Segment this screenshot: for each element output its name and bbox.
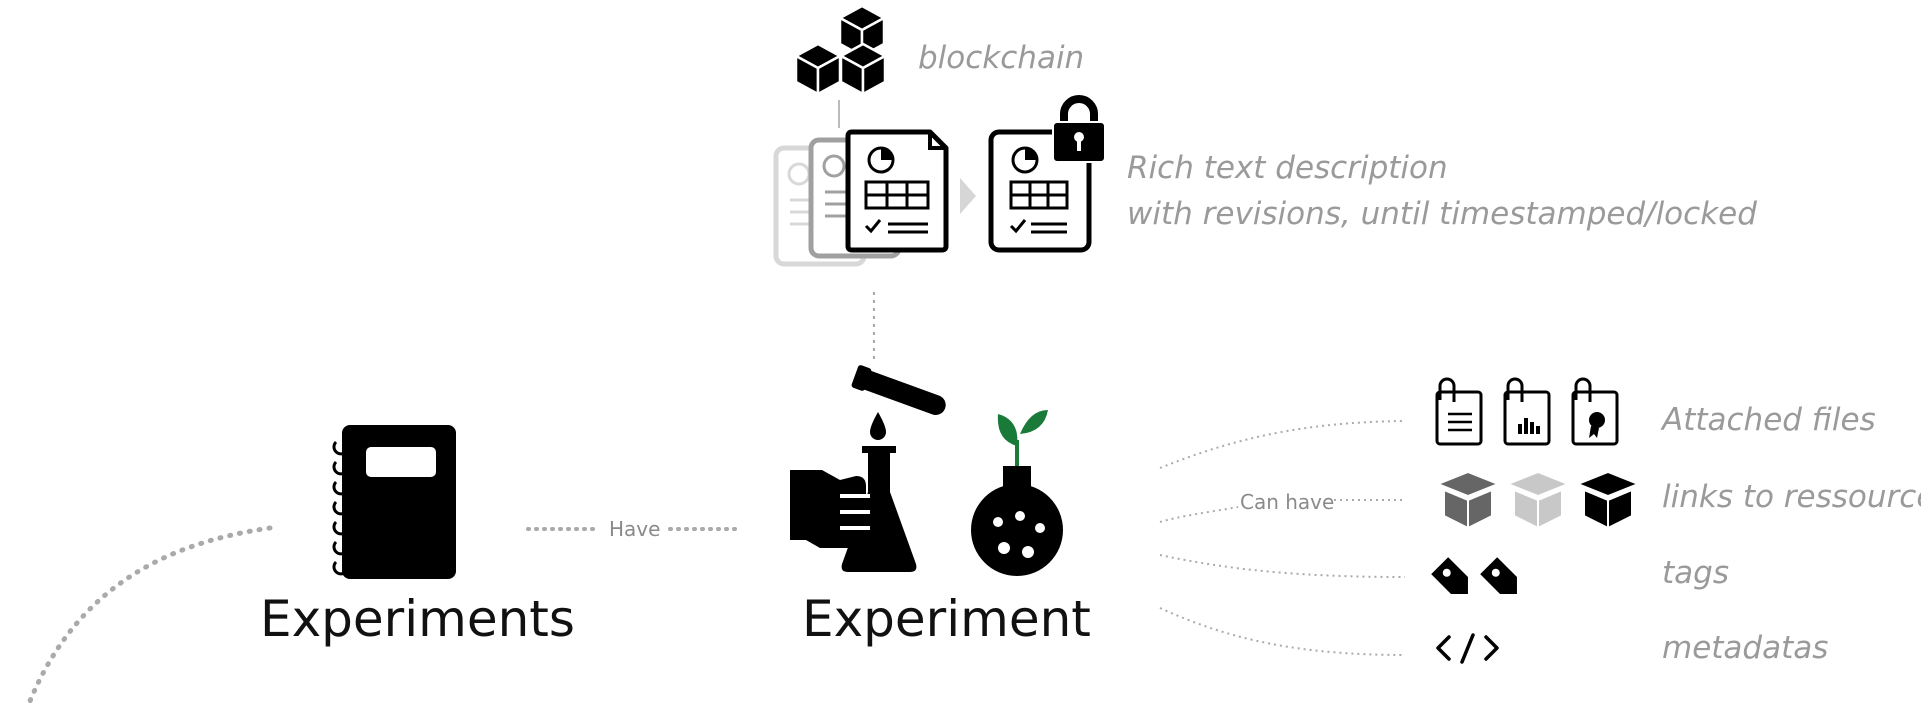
code-icon <box>1436 633 1499 664</box>
connector-to-tags <box>1159 554 1406 578</box>
rich-text-label-line1: Rich text description <box>1127 150 1448 186</box>
file-text-icon <box>1435 377 1483 446</box>
tag-icon-1 <box>1431 557 1468 594</box>
attached-file-icons <box>1435 377 1619 446</box>
box-icon-black <box>1577 471 1639 529</box>
connector-to-metadata <box>1159 607 1406 656</box>
document-stack-icon <box>773 129 949 267</box>
cubes-icon <box>794 4 887 96</box>
tags-label: tags <box>1662 555 1729 591</box>
links-to-resources-label: links to ressources <box>1662 479 1921 515</box>
tag-icons <box>1431 557 1517 594</box>
metadatas-label: metadatas <box>1662 630 1829 666</box>
file-certificate-icon <box>1571 377 1619 446</box>
connector-notebook-to-outer <box>25 525 273 706</box>
lab-experiment-icon <box>790 365 1063 576</box>
experiment-label: Experiment <box>802 590 1091 648</box>
experiments-label: Experiments <box>260 590 575 648</box>
connector-to-files <box>1159 420 1406 469</box>
lock-icon <box>1052 95 1106 163</box>
arrow-right-icon <box>960 178 976 214</box>
box-icon-gray <box>1437 471 1499 529</box>
have-label: Have <box>609 517 661 541</box>
rich-text-label-line2: with revisions, until timestamped/locked <box>1127 196 1757 232</box>
box-icons <box>1437 471 1639 529</box>
file-chart-icon <box>1503 377 1551 446</box>
connector-to-resources-a <box>1159 506 1239 523</box>
can-have-label: Can have <box>1240 490 1335 514</box>
tag-icon-2 <box>1480 557 1517 594</box>
attached-files-label: Attached files <box>1662 402 1876 438</box>
notebook-icon <box>332 425 456 579</box>
blockchain-label: blockchain <box>918 40 1085 76</box>
box-icon-light <box>1507 471 1569 529</box>
